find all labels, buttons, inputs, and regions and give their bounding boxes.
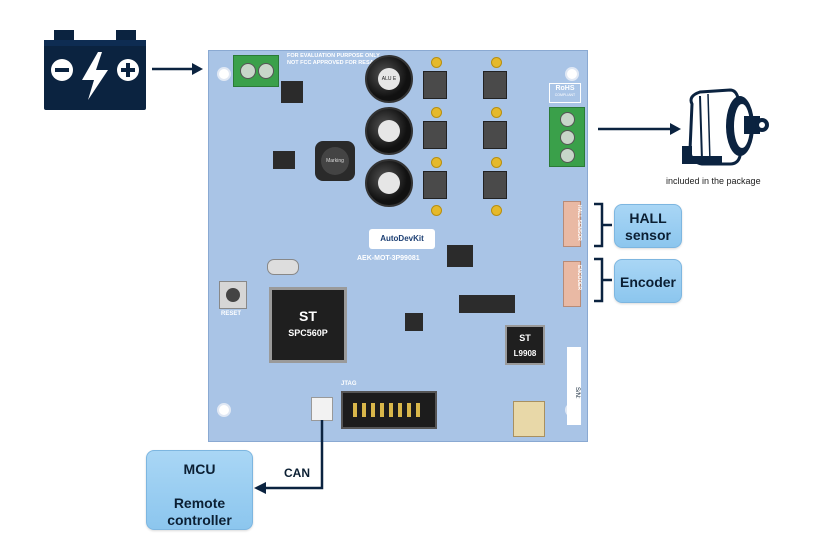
test-pad bbox=[431, 57, 442, 68]
test-pad bbox=[491, 107, 502, 118]
hall-bracket bbox=[592, 202, 614, 248]
jtag-label: JTAG bbox=[341, 381, 357, 387]
hall-sensor-callout: HALL sensor bbox=[614, 204, 682, 248]
mosfet bbox=[483, 121, 507, 149]
small-chip bbox=[447, 245, 473, 267]
mounting-hole bbox=[217, 403, 231, 417]
mosfet bbox=[423, 171, 447, 199]
encoder-callout: Encoder bbox=[614, 259, 682, 303]
serial-number-label: S/N: bbox=[574, 387, 580, 399]
capacitor: ALU E bbox=[365, 55, 413, 103]
can-label: CAN bbox=[284, 466, 310, 480]
test-pad bbox=[491, 205, 502, 216]
evaluation-board: FOR EVALUATION PURPOSE ONLY NOT FCC APPR… bbox=[208, 50, 588, 442]
test-pad bbox=[491, 157, 502, 168]
reset-button bbox=[219, 281, 247, 309]
encoder-bracket bbox=[592, 257, 614, 303]
power-terminal bbox=[233, 55, 279, 87]
mosfet bbox=[483, 71, 507, 99]
brand-logo: AutoDevKit bbox=[369, 229, 435, 249]
power-arrow bbox=[152, 62, 204, 76]
test-pad bbox=[431, 157, 442, 168]
mounting-hole bbox=[217, 67, 231, 81]
driver-chip: ST L9908 bbox=[505, 325, 545, 365]
test-pad bbox=[431, 205, 442, 216]
motor-arrow bbox=[598, 122, 682, 136]
hall-sensor-connector bbox=[563, 201, 581, 247]
mosfet bbox=[423, 71, 447, 99]
encoder-connector bbox=[563, 261, 581, 307]
capacitor bbox=[365, 107, 413, 155]
mcu-remote-controller-callout: MCU Remote controller bbox=[146, 450, 253, 530]
rohs-logo: RoHS COMPLIANT bbox=[549, 83, 581, 103]
small-chip bbox=[405, 313, 423, 331]
inductor: Marking bbox=[315, 141, 355, 181]
package-note: included in the package bbox=[666, 176, 761, 186]
test-pad bbox=[431, 107, 442, 118]
crystal bbox=[267, 259, 299, 275]
pin-header bbox=[459, 295, 515, 313]
usb-connector bbox=[513, 401, 545, 437]
mcu-chip: ST SPC560P bbox=[269, 287, 347, 363]
can-arrow bbox=[252, 418, 332, 498]
encoder-label: ENCODER bbox=[576, 265, 582, 291]
part-number: AEK-MOT-3P99081 bbox=[357, 255, 420, 262]
battery-icon bbox=[40, 28, 150, 114]
reset-label: RESET bbox=[221, 311, 242, 317]
mosfet bbox=[483, 171, 507, 199]
board-notice: FOR EVALUATION PURPOSE ONLY NOT FCC APPR… bbox=[287, 53, 381, 66]
regulator-chip bbox=[281, 81, 303, 103]
small-chip bbox=[273, 151, 295, 169]
capacitor bbox=[365, 159, 413, 207]
hall-sensor-label: HALL SENSOR bbox=[576, 205, 582, 241]
jtag-connector bbox=[341, 391, 437, 429]
mounting-hole bbox=[565, 67, 579, 81]
serial-number-strip bbox=[567, 347, 581, 425]
mosfet bbox=[423, 121, 447, 149]
motor-terminal bbox=[549, 107, 585, 167]
test-pad bbox=[491, 57, 502, 68]
motor-icon bbox=[678, 86, 778, 172]
